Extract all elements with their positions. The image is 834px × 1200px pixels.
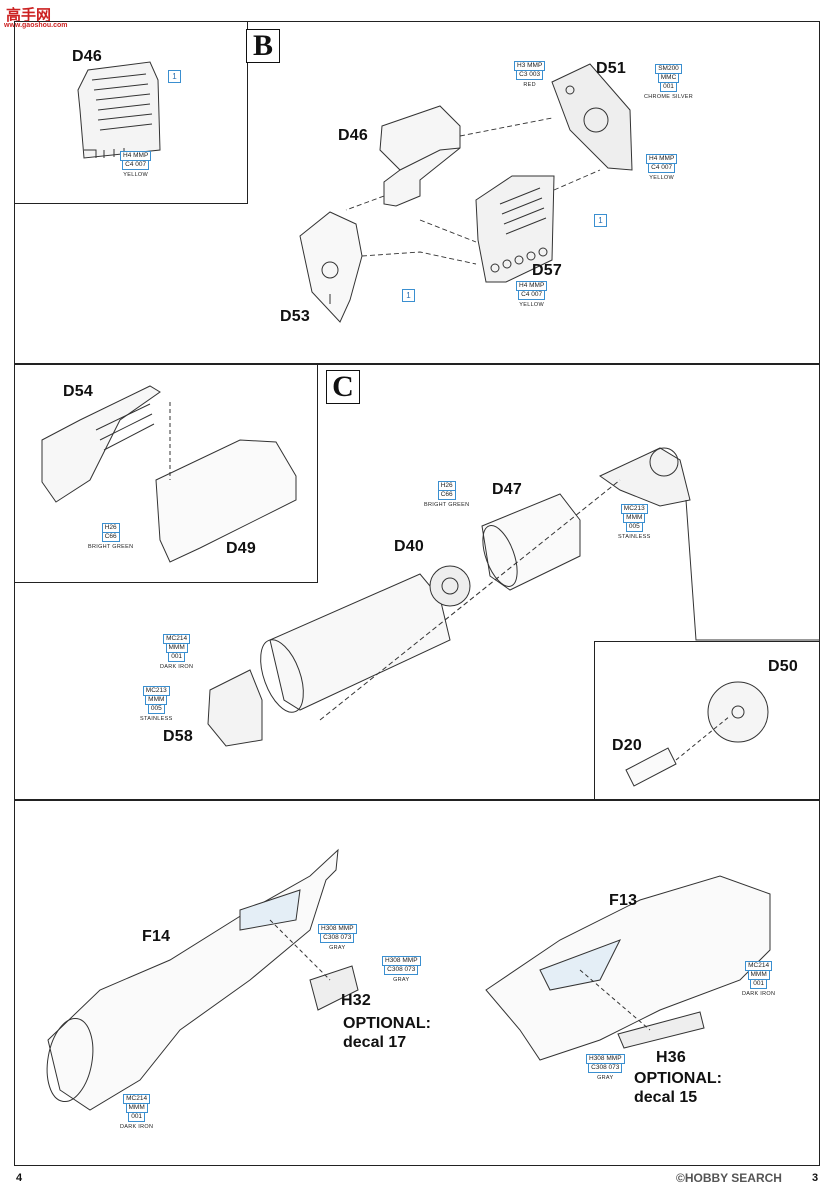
- watermark-top-left: 高手网: [6, 7, 52, 24]
- part-label-d58: D58: [163, 728, 193, 745]
- part-label-h32: H32: [341, 992, 371, 1009]
- section-c-label: C: [326, 370, 360, 404]
- d46-part: [379, 105, 461, 207]
- d51-part: [551, 63, 633, 171]
- page-number-right: 3: [812, 1172, 819, 1184]
- f13-fuselage-part: [485, 875, 771, 1061]
- optional-note-h32-line1: OPTIONAL:: [343, 1015, 431, 1032]
- frame-section-bottom: [14, 800, 820, 1166]
- d46-inset-part: [77, 61, 161, 159]
- optional-note-h36-line1: OPTIONAL:: [634, 1070, 722, 1087]
- watermark-top-left-url: www.gaoshou.com: [4, 22, 68, 29]
- d54-d49-parts: [41, 385, 297, 563]
- paint-code-f14-gray: H308 MMP C308 073 GRAY: [318, 924, 357, 952]
- part-label-d50: D50: [768, 658, 798, 675]
- frame-d46-inset: [14, 21, 248, 204]
- paint-code-h32-gray: H308 MMP C308 073 GRAY: [382, 956, 421, 984]
- paint-code-d51-yellow: H4 MMP C4 007 YELLOW: [646, 154, 678, 182]
- frame-section-b: [14, 21, 820, 364]
- f14-fuselage-part: [46, 848, 359, 1111]
- optional-note-h32: OPTIONAL: decal 17: [343, 1014, 431, 1052]
- paint-code-h36-gray: H308 MMP C308 073 GRAY: [586, 1054, 625, 1082]
- part-label-d47: D47: [492, 481, 522, 498]
- part-label-d53: D53: [280, 308, 310, 325]
- optional-note-h36-line2: decal 15: [634, 1089, 698, 1106]
- step-callout-1-inset: 1: [168, 70, 181, 83]
- paint-code-d51-red: H3 MMP C3 003 RED: [514, 61, 546, 89]
- optional-note-h32-line2: decal 17: [343, 1034, 407, 1051]
- step-callout-1-d57: 1: [594, 214, 607, 227]
- paint-code-d40-green: H26 C66 BRIGHT GREEN: [424, 481, 470, 508]
- paint-code-f14-dark-iron: MC214 MMM 001 DARK IRON: [120, 1094, 154, 1130]
- paint-code-d51-chrome: SM200 MMC 001 CHROME SILVER: [644, 64, 694, 100]
- c-assembly-tubes: [207, 447, 820, 747]
- optional-note-h36: OPTIONAL: decal 15: [634, 1069, 722, 1107]
- section-b-label: B: [246, 29, 280, 63]
- d57-part: [475, 175, 555, 283]
- part-label-d49: D49: [226, 540, 256, 557]
- d53-part: [299, 211, 363, 323]
- paint-code-dark-iron-c: MC214 MMM 001 DARK IRON: [160, 634, 194, 670]
- d50-d20-parts: [625, 681, 769, 787]
- part-label-f14: F14: [142, 928, 171, 945]
- frame-d50-inset: [594, 641, 820, 800]
- paint-code-stainless-d58: MC213 MMM 005 STAINLESS: [140, 686, 173, 722]
- watermark-bottom-right: ©HOBBY SEARCH: [676, 1171, 782, 1185]
- assembly-lines-b: [345, 117, 601, 265]
- part-label-h36: H36: [656, 1049, 686, 1066]
- paint-code-d57-yellow: H4 MMP C4 007 YELLOW: [516, 281, 548, 309]
- part-label-f13: F13: [609, 892, 638, 909]
- page-number-left: 4: [16, 1172, 23, 1184]
- part-label-d46: D46: [338, 127, 368, 144]
- part-label-d54: D54: [63, 383, 93, 400]
- paint-code-stainless-d47: MC213 MMM 005 STAINLESS: [618, 504, 651, 540]
- step-callout-1-d53: 1: [402, 289, 415, 302]
- paint-code-inset-yellow: H4 MMP C4 007 YELLOW: [120, 151, 152, 179]
- part-label-d46-inset: D46: [72, 48, 102, 65]
- paint-code-f13-dark-iron: MC214 MMM 001 DARK IRON: [742, 961, 776, 997]
- part-label-d40: D40: [394, 538, 424, 555]
- part-label-d57: D57: [532, 262, 562, 279]
- part-label-d51: D51: [596, 60, 626, 77]
- frame-d54-inset: [14, 364, 318, 583]
- part-label-d20: D20: [612, 737, 642, 754]
- paint-code-d54-green: H26 C66 BRIGHT GREEN: [88, 523, 134, 550]
